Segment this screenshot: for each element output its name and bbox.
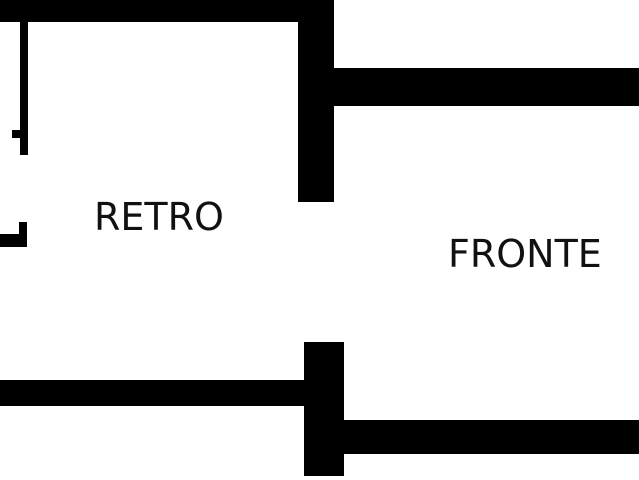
- door-jamb-upper: [12, 130, 26, 138]
- room-label-retro: RETRO: [94, 195, 224, 239]
- door-jamb-lower-horizontal: [0, 234, 27, 247]
- room-label-fronte: FRONTE: [448, 232, 602, 276]
- back-room-bottom-wall: [0, 380, 320, 406]
- partition-wall-lower: [304, 342, 344, 476]
- front-room-bottom-wall: [304, 420, 639, 454]
- front-room-top-wall: [298, 68, 639, 106]
- back-room-left-wall: [20, 20, 28, 155]
- back-room-top-wall: [0, 0, 316, 22]
